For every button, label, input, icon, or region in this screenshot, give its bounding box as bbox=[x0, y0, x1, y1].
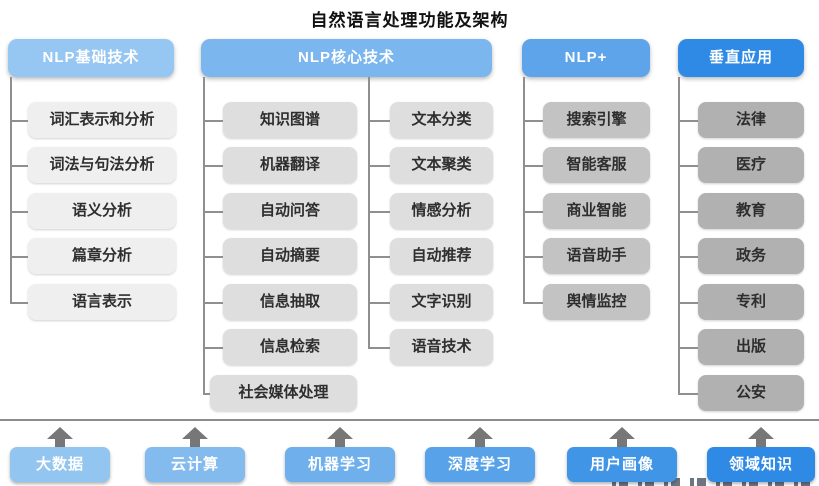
watermark-cutoff bbox=[612, 478, 819, 486]
tree-item: 信息抽取 bbox=[203, 284, 357, 320]
connector-line-col3 bbox=[523, 77, 525, 302]
bottom-box-user-profile: 用户画像 bbox=[567, 447, 677, 482]
tree-item: 机器翻译 bbox=[203, 147, 357, 183]
tree-item: 文字识别 bbox=[368, 284, 493, 320]
tree-item: 篇章分析 bbox=[10, 238, 176, 274]
bottom-box-cloud-computing: 云计算 bbox=[145, 447, 245, 482]
tree-item: 情感分析 bbox=[368, 193, 493, 229]
up-arrow-icon bbox=[609, 427, 635, 448]
tree-item: 智能客服 bbox=[523, 147, 650, 183]
tree-item: 自动推荐 bbox=[368, 238, 493, 274]
tree-item: 舆情监控 bbox=[523, 284, 650, 320]
tree-item: 文本聚类 bbox=[368, 147, 493, 183]
page-title: 自然语言处理功能及架构 bbox=[310, 11, 509, 30]
separator-line bbox=[0, 419, 819, 421]
connector-line-col4 bbox=[678, 77, 680, 393]
bottom-box-big-data: 大数据 bbox=[10, 447, 110, 482]
tree-item: 法律 bbox=[678, 102, 804, 138]
tree-item: 语言表示 bbox=[10, 284, 176, 320]
connector-line-col2-left bbox=[203, 77, 205, 393]
connector-line-col1 bbox=[10, 77, 12, 302]
tree-item: 出版 bbox=[678, 329, 804, 365]
up-arrow-icon bbox=[182, 427, 208, 448]
tree-item: 词法与句法分析 bbox=[10, 147, 176, 183]
tree-item: 信息检索 bbox=[203, 329, 357, 365]
tree-item: 词汇表示和分析 bbox=[10, 102, 176, 138]
tree-item: 搜索引擎 bbox=[523, 102, 650, 138]
up-arrow-icon bbox=[327, 427, 353, 448]
header-nlp-core-tech: NLP核心技术 bbox=[201, 39, 492, 77]
tree-item: 社会媒体处理 bbox=[203, 375, 357, 411]
tree-item: 自动问答 bbox=[203, 193, 357, 229]
up-arrow-icon bbox=[467, 427, 493, 448]
bottom-box-machine-learning: 机器学习 bbox=[285, 447, 395, 482]
tree-item: 自动摘要 bbox=[203, 238, 357, 274]
tree-item: 语音助手 bbox=[523, 238, 650, 274]
tree-item: 商业智能 bbox=[523, 193, 650, 229]
header-nlp-plus: NLP+ bbox=[522, 39, 650, 77]
up-arrow-icon bbox=[47, 427, 73, 448]
tree-item: 语义分析 bbox=[10, 193, 176, 229]
bottom-box-domain-knowledge: 领域知识 bbox=[707, 447, 815, 482]
tree-item: 教育 bbox=[678, 193, 804, 229]
tree-item: 公安 bbox=[678, 375, 804, 411]
tree-item: 知识图谱 bbox=[203, 102, 357, 138]
bottom-box-deep-learning: 深度学习 bbox=[425, 447, 535, 482]
up-arrow-icon bbox=[748, 427, 774, 448]
header-vertical-apps: 垂直应用 bbox=[678, 39, 804, 77]
tree-item: 文本分类 bbox=[368, 102, 493, 138]
tree-item: 语音技术 bbox=[368, 329, 493, 365]
tree-item: 医疗 bbox=[678, 147, 804, 183]
header-nlp-basic-tech: NLP基础技术 bbox=[8, 39, 174, 77]
tree-item: 专利 bbox=[678, 284, 804, 320]
tree-item: 政务 bbox=[678, 238, 804, 274]
